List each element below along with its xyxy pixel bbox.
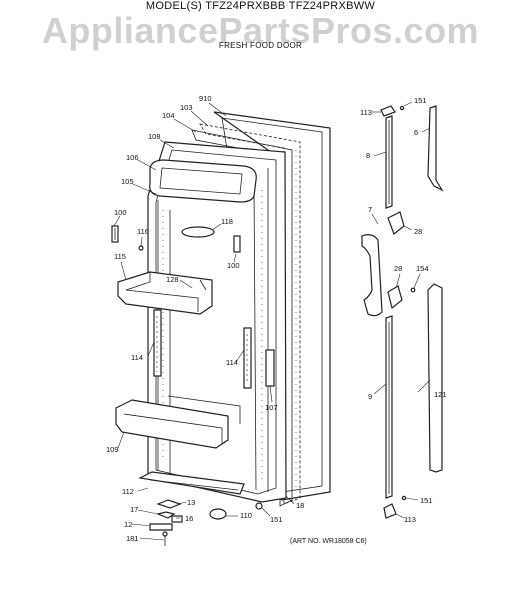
callout-107: 107 xyxy=(265,403,278,412)
screw-154 xyxy=(410,287,416,293)
callout-151-top: 151 xyxy=(414,96,427,105)
callout-12: 12 xyxy=(124,520,132,529)
callout-16: 16 xyxy=(185,514,193,523)
callout-128: 128 xyxy=(166,275,179,284)
callout-114-left: 114 xyxy=(131,353,143,362)
handle-end-cap-bottom xyxy=(383,495,407,519)
callout-28-bottom: 28 xyxy=(394,264,402,273)
callout-108: 108 xyxy=(148,132,161,141)
liner-insert xyxy=(181,226,215,238)
trim-clip xyxy=(265,349,275,387)
callout-115: 115 xyxy=(114,252,126,261)
callout-105: 105 xyxy=(121,177,134,186)
lower-door-bin xyxy=(115,399,229,449)
handle-end-cap-top xyxy=(380,105,405,117)
callout-151-right: 151 xyxy=(420,496,433,505)
screw-151-bottom xyxy=(255,502,263,510)
screw-116 xyxy=(138,245,144,251)
callout-6: 6 xyxy=(414,128,418,137)
callout-154: 154 xyxy=(416,264,429,273)
shelf-bracket-left xyxy=(111,225,119,243)
watermark: AppliancePartsPros.com xyxy=(41,10,480,51)
hinge-assembly xyxy=(149,499,183,546)
callout-121: 121 xyxy=(434,390,447,399)
callout-181: 181 xyxy=(126,534,139,543)
diagram-title: MODEL(S) TFZ24PRXBBB TFZ24PRXBWW xyxy=(145,0,376,12)
diagram-subtitle: FRESH FOOD DOOR xyxy=(218,41,303,50)
callout-8: 8 xyxy=(366,151,370,160)
callout-110: 110 xyxy=(240,511,252,520)
bin-rail-right xyxy=(243,327,252,389)
door-gasket xyxy=(191,123,301,507)
handle-7 xyxy=(361,234,383,317)
callout-labels: 910 103 104 108 106 105 100 116 115 118 … xyxy=(106,94,447,543)
handle-trim-6 xyxy=(427,105,444,192)
callout-113-bottom: 113 xyxy=(404,515,416,524)
handle-trim-121 xyxy=(427,283,443,473)
callout-100-right: 100 xyxy=(227,261,240,270)
art-number: (ART NO. WR18058 C6) xyxy=(290,538,367,545)
callout-113-top: 113 xyxy=(360,108,372,117)
handle-mount-28-bottom xyxy=(387,285,403,310)
callout-100-left: 100 xyxy=(114,208,127,217)
leader-lines xyxy=(113,101,431,541)
callout-910: 910 xyxy=(199,94,212,103)
callout-9: 9 xyxy=(368,392,372,401)
callout-7: 7 xyxy=(368,205,372,214)
callout-28-top: 28 xyxy=(414,227,422,236)
handle-bar-8 xyxy=(385,115,393,209)
callout-109: 109 xyxy=(106,445,119,454)
handle-bar-9 xyxy=(385,315,393,499)
bin-rail-left xyxy=(153,309,162,377)
callout-103: 103 xyxy=(180,103,193,112)
callout-18: 18 xyxy=(296,501,304,510)
callout-151-bottom: 151 xyxy=(270,515,283,524)
callout-112: 112 xyxy=(122,487,134,496)
upper-door-bin xyxy=(117,271,213,315)
callout-13: 13 xyxy=(187,498,195,507)
callout-114-right: 114 xyxy=(226,358,238,367)
shelf-bracket-right xyxy=(233,235,241,253)
handle-mount-28-top xyxy=(387,211,405,235)
callout-104: 104 xyxy=(162,111,175,120)
callout-116: 116 xyxy=(137,227,149,236)
door-stop xyxy=(209,508,227,520)
callout-17: 17 xyxy=(130,505,138,514)
callout-106: 106 xyxy=(126,153,139,162)
bottom-trim xyxy=(138,471,245,495)
dairy-compartment-door xyxy=(149,159,257,203)
callout-118: 118 xyxy=(221,217,233,226)
